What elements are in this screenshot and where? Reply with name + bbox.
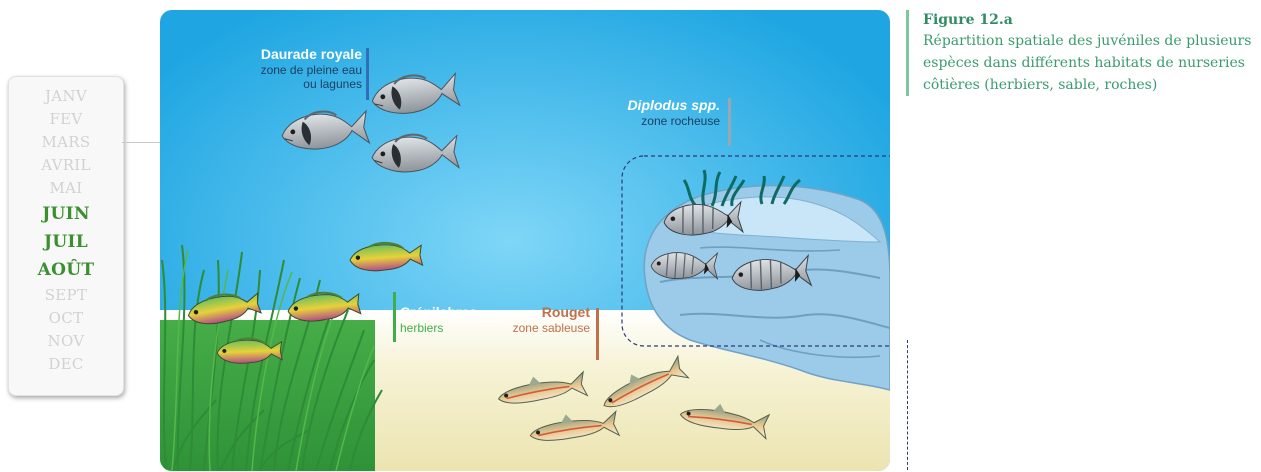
daurade-label: Daurade royale zone de pleine eau ou lag… bbox=[200, 46, 362, 91]
month-mai: MAI bbox=[9, 177, 123, 200]
diplodus-bar bbox=[728, 98, 731, 146]
daurade-bar bbox=[366, 48, 369, 100]
rouget-bar bbox=[596, 308, 599, 360]
month-fev: FEV bbox=[9, 108, 123, 131]
month-sept: SEPT bbox=[9, 284, 123, 307]
rouget-zone: zone sableuse bbox=[460, 321, 590, 335]
caption-title: Figure 12.a bbox=[923, 10, 1261, 30]
dashed-guide-line bbox=[907, 340, 908, 470]
month-oct: OCT bbox=[9, 307, 123, 330]
month-dec: DEC bbox=[9, 353, 123, 376]
diplodus-label: Diplodus spp. zone rocheuse bbox=[560, 97, 720, 128]
figure-caption: Figure 12.a Répartition spatiale des juv… bbox=[906, 10, 1261, 96]
month-connector-line bbox=[122, 142, 162, 143]
rouget-name: Rouget bbox=[460, 304, 590, 321]
diplodus-name: Diplodus spp. bbox=[560, 97, 720, 114]
daurade-zone-line2: ou lagunes bbox=[200, 77, 362, 91]
month-août: AOÛT bbox=[9, 256, 123, 284]
crenilabres-bar bbox=[393, 292, 396, 342]
daurade-zone-line1: zone de pleine eau bbox=[200, 63, 362, 77]
caption-text: Répartition spatiale des juvéniles de pl… bbox=[923, 30, 1261, 96]
month-janv: JANV bbox=[9, 85, 123, 108]
diplodus-zone: zone rocheuse bbox=[560, 114, 720, 128]
month-juin: JUIN bbox=[9, 200, 123, 228]
month-nov: NOV bbox=[9, 330, 123, 353]
rouget-label: Rouget zone sableuse bbox=[460, 304, 590, 335]
month-mars: MARS bbox=[9, 131, 123, 154]
daurade-name: Daurade royale bbox=[200, 46, 362, 63]
habitat-scene: Daurade royale zone de pleine eau ou lag… bbox=[160, 10, 890, 471]
month-avril: AVRIL bbox=[9, 154, 123, 177]
month-juil: JUIL bbox=[9, 228, 123, 256]
